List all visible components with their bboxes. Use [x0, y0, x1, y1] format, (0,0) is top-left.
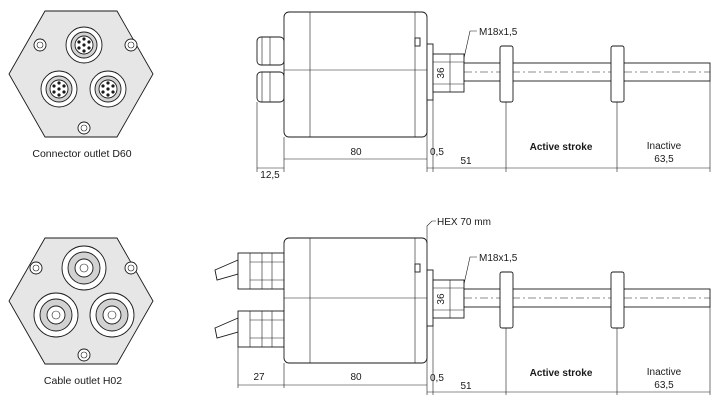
connector-plug [40, 70, 78, 108]
dimension-label: 51 [460, 156, 472, 167]
connector-plug [89, 70, 127, 108]
housing-notch [414, 37, 421, 47]
side-cable-gland [237, 310, 285, 348]
dimension-label: 80 [350, 372, 362, 383]
mounting-screw [29, 261, 43, 275]
housing-flange [426, 269, 434, 327]
mounting-screw [124, 38, 138, 52]
position-magnet [499, 271, 514, 329]
dimension-label: 80 [350, 147, 362, 158]
cable [214, 259, 239, 281]
active-stroke-label: Active stroke [530, 368, 593, 379]
thread-label: M18x1,5 [479, 253, 518, 264]
hex-size-label: 36 [436, 293, 447, 305]
connector-side-view: M18x1,5 36 80 0,5 12,5 51 Active stroke … [256, 11, 711, 181]
dimension-label: 0,5 [430, 373, 444, 384]
mounting-screw [33, 38, 47, 52]
hex-nut [432, 53, 465, 93]
cable-gland [89, 292, 135, 338]
dimension-label: 27 [253, 372, 265, 383]
position-magnet [610, 45, 625, 103]
sensor-housing [283, 11, 428, 138]
inactive-label: Inactive [647, 141, 682, 152]
dimension-label: 51 [460, 381, 472, 392]
active-stroke-label: Active stroke [530, 142, 593, 153]
sensor-housing [283, 237, 428, 364]
hex-nut [432, 279, 465, 319]
cable-gland [61, 245, 107, 291]
hex-note-label: HEX 70 mm [437, 217, 491, 228]
caption-connector-outlet: Connector outlet D60 [32, 148, 131, 160]
dimension-label: 0,5 [430, 147, 444, 158]
cable-end-view: Cable outlet H02 [8, 237, 154, 387]
side-connector [256, 36, 285, 66]
side-connector [256, 71, 285, 103]
cable-side-view: HEX 70 mm M18x1,5 36 27 80 0,5 51 Active… [214, 217, 711, 395]
caption-cable-outlet: Cable outlet H02 [44, 375, 122, 387]
dimension-label: 12,5 [260, 170, 280, 181]
hex-size-label: 36 [436, 67, 447, 79]
position-magnet [499, 45, 514, 103]
housing-notch [414, 263, 421, 273]
housing-flange [426, 43, 434, 101]
position-magnet [610, 271, 625, 329]
inactive-label: Inactive [647, 367, 682, 378]
cable-gland [33, 292, 79, 338]
connector-end-view: Connector outlet D60 [8, 10, 154, 160]
mounting-screw [77, 348, 91, 362]
inactive-value: 63,5 [654, 380, 674, 391]
mounting-screw [77, 121, 91, 135]
connector-plug [65, 26, 103, 64]
inactive-value: 63,5 [654, 154, 674, 165]
cable [214, 317, 239, 339]
mounting-screw [124, 261, 138, 275]
side-cable-gland [237, 252, 285, 290]
thread-label: M18x1,5 [479, 27, 518, 38]
